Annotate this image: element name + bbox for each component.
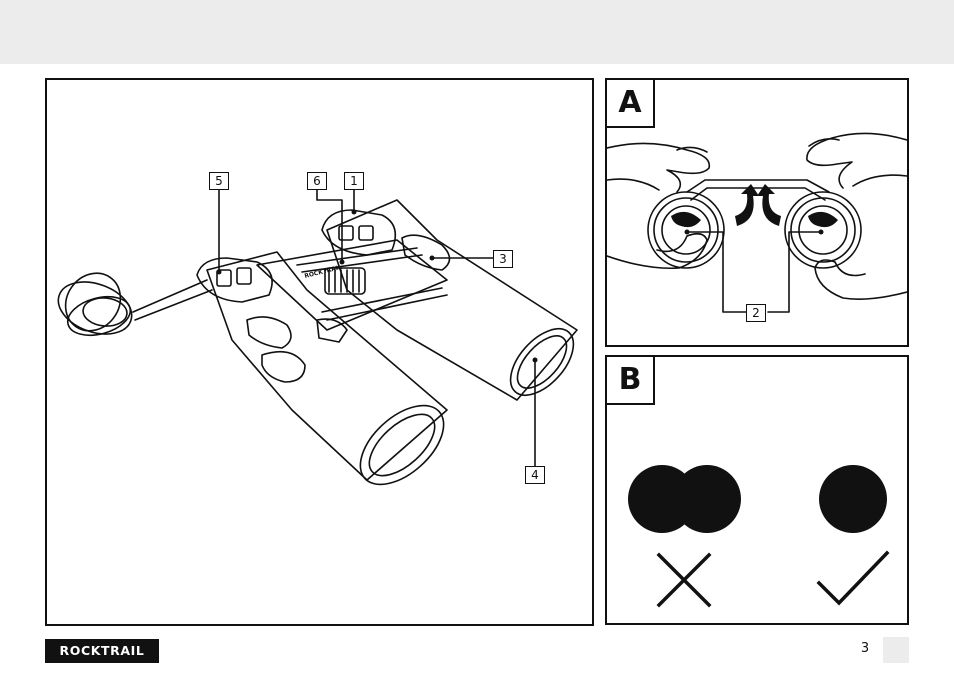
strap-loop — [82, 296, 128, 328]
binocular-brand-mark: ROCKTRAIL — [304, 264, 343, 280]
bridge — [257, 240, 447, 330]
left-eyepiece — [197, 258, 272, 302]
panel-a: A 2 — [605, 78, 909, 347]
callout-4: 4 — [525, 466, 545, 484]
brand-logo: ROCKTRAIL — [45, 639, 159, 663]
rotate-arrow-right-icon — [757, 184, 781, 226]
callout-5: 5 — [209, 172, 229, 190]
header-band — [0, 0, 954, 64]
callout-1: 1 — [344, 172, 364, 190]
strap — [133, 280, 212, 320]
panel-a-letter: A — [607, 80, 655, 128]
check-icon — [819, 553, 887, 603]
panel-b-letter: B — [607, 357, 655, 405]
panel-b: B — [605, 355, 909, 625]
left-hand — [607, 143, 709, 268]
right-barrel — [327, 200, 577, 400]
page-tab-marker — [883, 637, 909, 663]
left-objective-lens — [346, 391, 458, 500]
binoculars-illustration: ROCKTRAIL — [47, 80, 592, 624]
callout-2: 2 — [746, 304, 766, 322]
single-circle-view — [819, 465, 887, 533]
callout-3: 3 — [493, 250, 513, 268]
callout-6: 6 — [307, 172, 327, 190]
double-circle-view-right — [673, 465, 741, 533]
cross-icon — [659, 555, 709, 605]
callout-leader-2 — [687, 232, 821, 312]
rotate-arrow-left-icon — [735, 184, 759, 226]
binoculars-figure-panel: ROCKTRAIL 5 6 1 3 4 — [45, 78, 594, 626]
right-objective-lens — [499, 318, 585, 407]
right-eyepiece — [785, 192, 861, 268]
page-number: 3 — [855, 641, 875, 656]
left-barrel — [207, 252, 447, 480]
